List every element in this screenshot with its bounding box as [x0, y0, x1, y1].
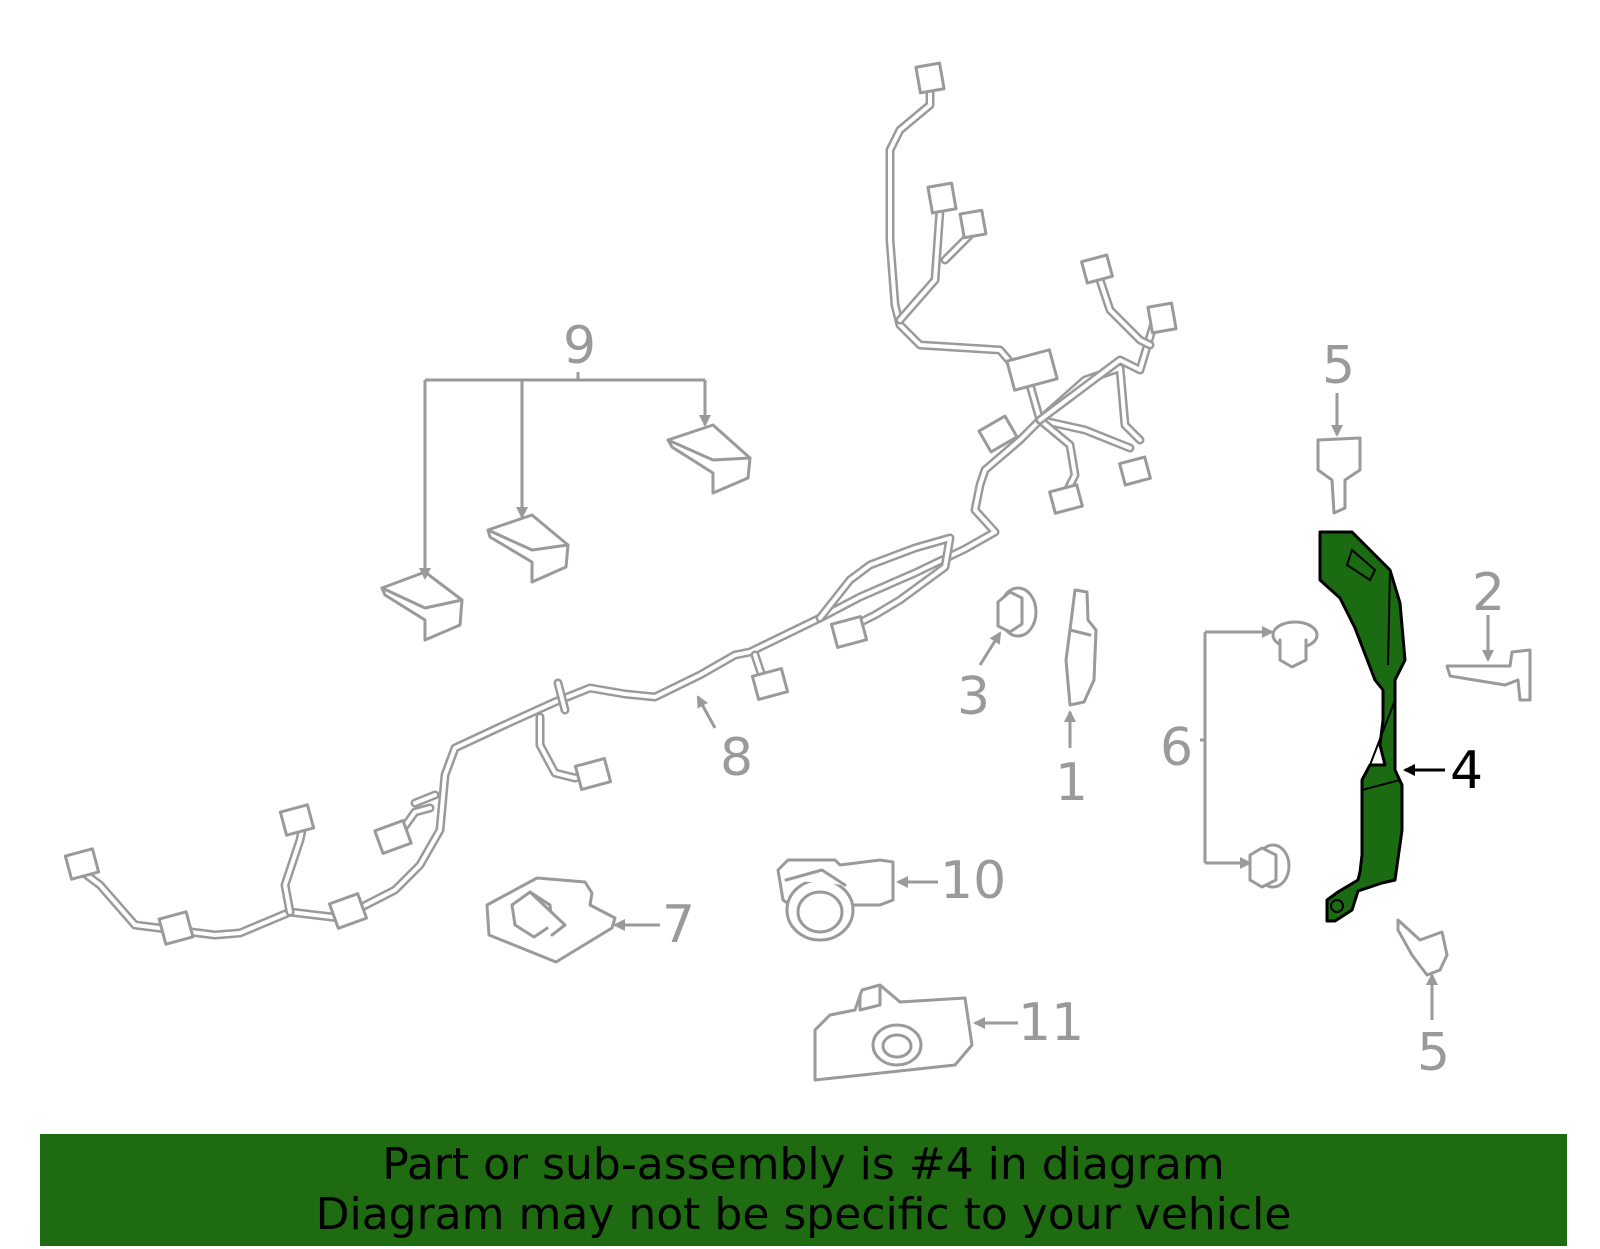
callout-2: 2 [1472, 563, 1505, 623]
bracket-part-9 [380, 423, 752, 642]
callout-5-bottom: 5 [1417, 1023, 1450, 1083]
sensor-housing-part-11 [813, 983, 974, 1082]
banner-line-1: Part or sub-assembly is #4 in diagram [382, 1139, 1225, 1190]
callout-4: 4 [1450, 741, 1483, 801]
wiring-harness-part-8 [63, 61, 1178, 946]
callout-8: 8 [720, 728, 753, 788]
nut-part-3 [996, 586, 1038, 638]
bracket-part-1 [1064, 588, 1098, 707]
callout-5-top: 5 [1322, 336, 1355, 396]
callout-leaders [419, 372, 1494, 1029]
sensor-module-part-7 [485, 876, 617, 964]
bracket-part-4-highlighted [1318, 530, 1407, 923]
clip-part-6 [1248, 620, 1319, 889]
callout-6: 6 [1160, 718, 1193, 778]
banner-line-2: Diagram may not be specific to your vehi… [315, 1189, 1292, 1240]
callout-3: 3 [957, 667, 990, 727]
fastener-part-5 [1316, 436, 1449, 977]
info-banner: Part or sub-assembly is #4 in diagram Di… [40, 1134, 1567, 1246]
callout-7: 7 [662, 895, 695, 955]
callout-9: 9 [563, 316, 596, 376]
callout-11: 11 [1018, 993, 1084, 1053]
callout-10: 10 [940, 851, 1006, 911]
bolt-part-2 [1445, 648, 1532, 702]
parking-sensor-part-10 [776, 858, 895, 942]
callout-1: 1 [1055, 753, 1088, 813]
